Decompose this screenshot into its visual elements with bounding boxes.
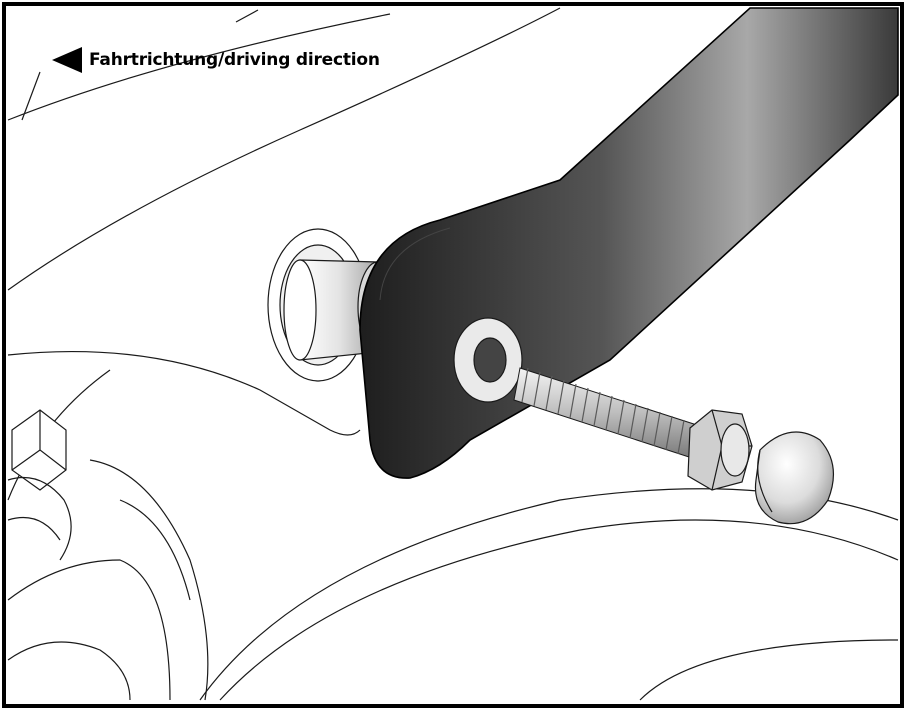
driving-direction-text: Fahrtrichtung/driving direction <box>89 49 380 70</box>
frame-curve-upper <box>7 7 561 291</box>
triangle-left-icon <box>52 47 82 73</box>
left-hex-fastener <box>7 409 72 561</box>
hex-nut <box>687 409 753 491</box>
cap-nut <box>754 431 834 525</box>
frame-curve-middle <box>7 350 361 436</box>
frame-curve-top <box>7 13 391 121</box>
wheel-arch-inner <box>219 519 899 701</box>
threaded-bolt <box>513 367 701 459</box>
flat-washer <box>453 317 523 403</box>
driving-direction-caption: Fahrtrichtung/driving direction <box>52 47 380 73</box>
